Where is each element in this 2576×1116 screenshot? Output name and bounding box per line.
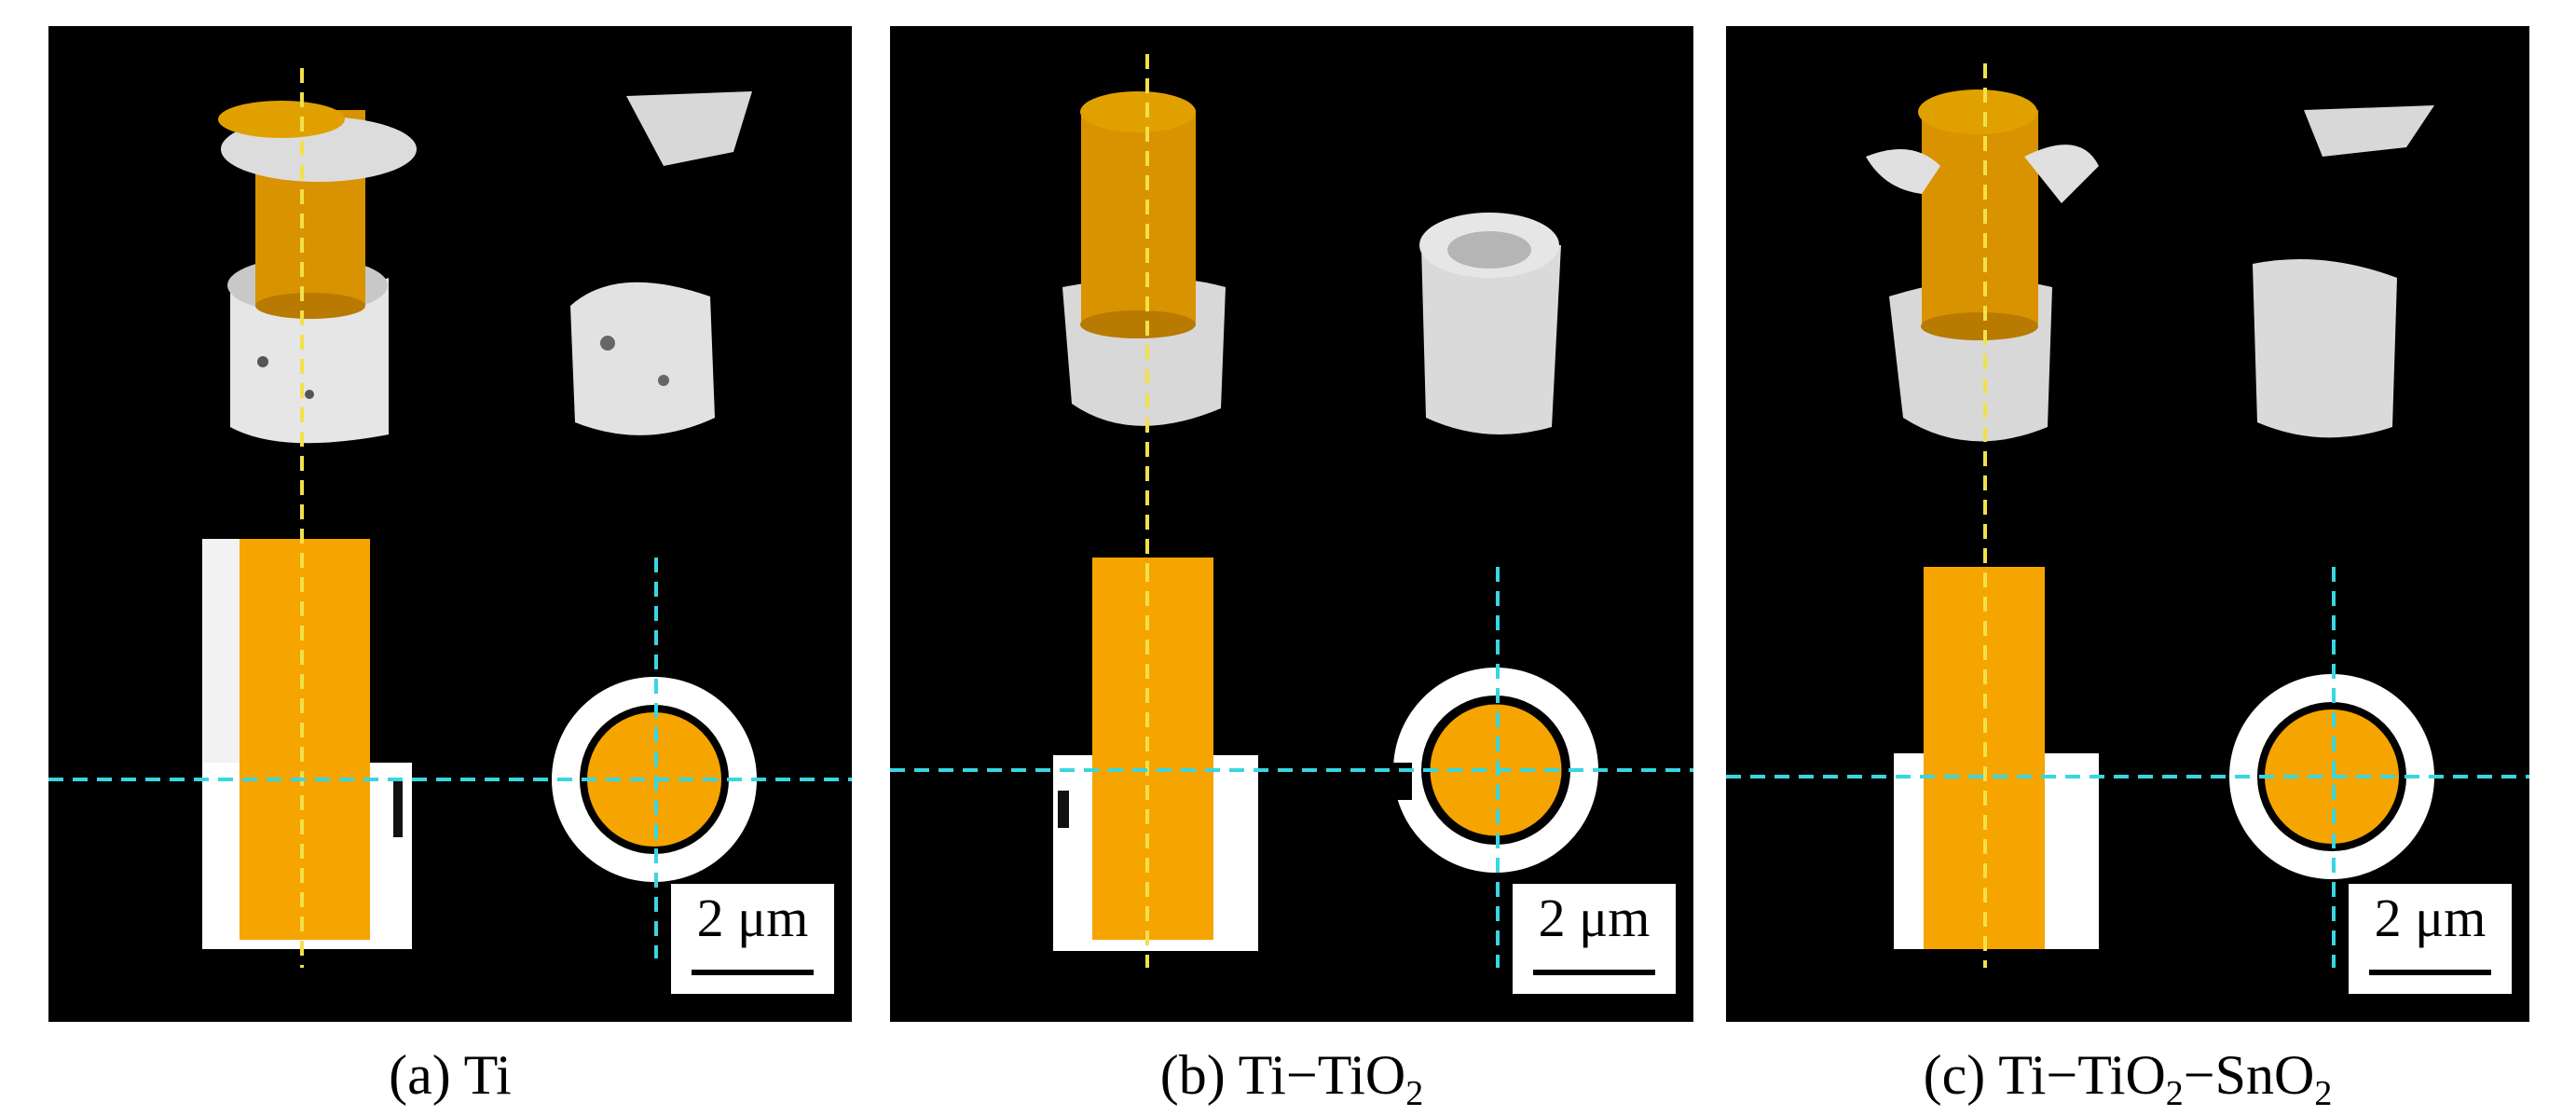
pillar-3d-left: [1062, 91, 1226, 426]
caption-b: (b) Ti−TiO2: [890, 1042, 1693, 1111]
panel-b-figure: [890, 54, 1693, 968]
scale-label-a: 2 μm: [696, 888, 809, 948]
caption-a-label: (a): [389, 1044, 451, 1106]
panel-a-figure: [48, 68, 852, 968]
cross-section-left: [1053, 558, 1258, 951]
caption-b-subscript: 2: [1405, 1074, 1424, 1113]
shell-3d-right: [2253, 105, 2434, 438]
cross-section-left: [202, 539, 412, 949]
scale-bar-a: [692, 970, 814, 975]
panel-c: 2 μm: [1726, 26, 2529, 1022]
caption-c-subscript-2: 2: [2314, 1074, 2333, 1113]
panel-a: 2 μm: [48, 26, 852, 1022]
shell-3d-right: [1419, 213, 1561, 434]
caption-c: (c) Ti−TiO2−SnO2: [1726, 1042, 2529, 1111]
scale-label-b: 2 μm: [1538, 888, 1651, 948]
scale-label-c: 2 μm: [2374, 888, 2487, 948]
caption-c-text-2: −SnO: [2183, 1044, 2315, 1106]
cross-section-left: [1894, 567, 2099, 949]
scale-bar-c: [2369, 970, 2491, 975]
caption-a-text: Ti: [463, 1044, 512, 1106]
panel-c-figure: [1726, 63, 2529, 968]
scale-box-a: 2 μm: [671, 884, 834, 994]
scale-box-b: 2 μm: [1513, 884, 1676, 994]
caption-b-label: (b): [1159, 1044, 1226, 1106]
caption-c-subscript: 2: [2165, 1074, 2184, 1113]
pillar-3d-left: [218, 101, 417, 444]
caption-a: (a) Ti: [48, 1042, 852, 1108]
pillar-3d-left: [1866, 90, 2099, 442]
caption-c-label: (c): [1923, 1044, 1986, 1106]
scale-bar-b: [1533, 970, 1655, 975]
shell-3d-right: [570, 91, 752, 435]
scale-box-c: 2 μm: [2349, 884, 2512, 994]
caption-c-text: Ti−TiO: [1998, 1044, 2166, 1106]
caption-b-text: Ti−TiO: [1238, 1044, 1406, 1106]
panel-b: 2 μm: [890, 26, 1693, 1022]
